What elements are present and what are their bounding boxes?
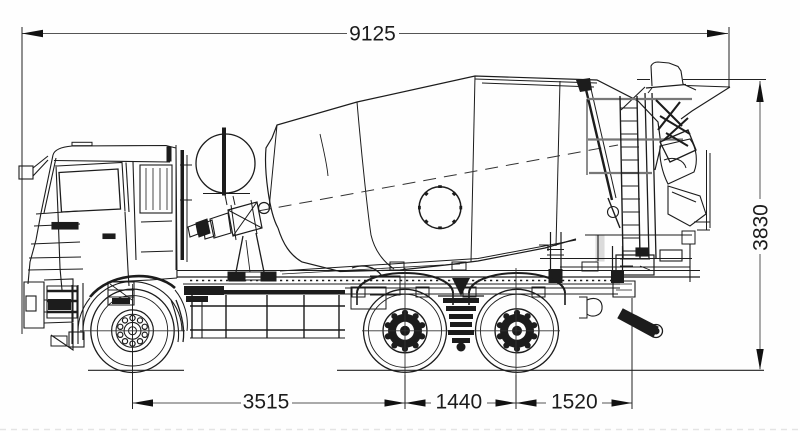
svg-text:3515: 3515 bbox=[243, 391, 290, 414]
svg-text:3830: 3830 bbox=[749, 204, 772, 251]
svg-text:9125: 9125 bbox=[349, 23, 396, 46]
svg-text:1520: 1520 bbox=[551, 391, 598, 414]
svg-text:1440: 1440 bbox=[435, 391, 482, 414]
